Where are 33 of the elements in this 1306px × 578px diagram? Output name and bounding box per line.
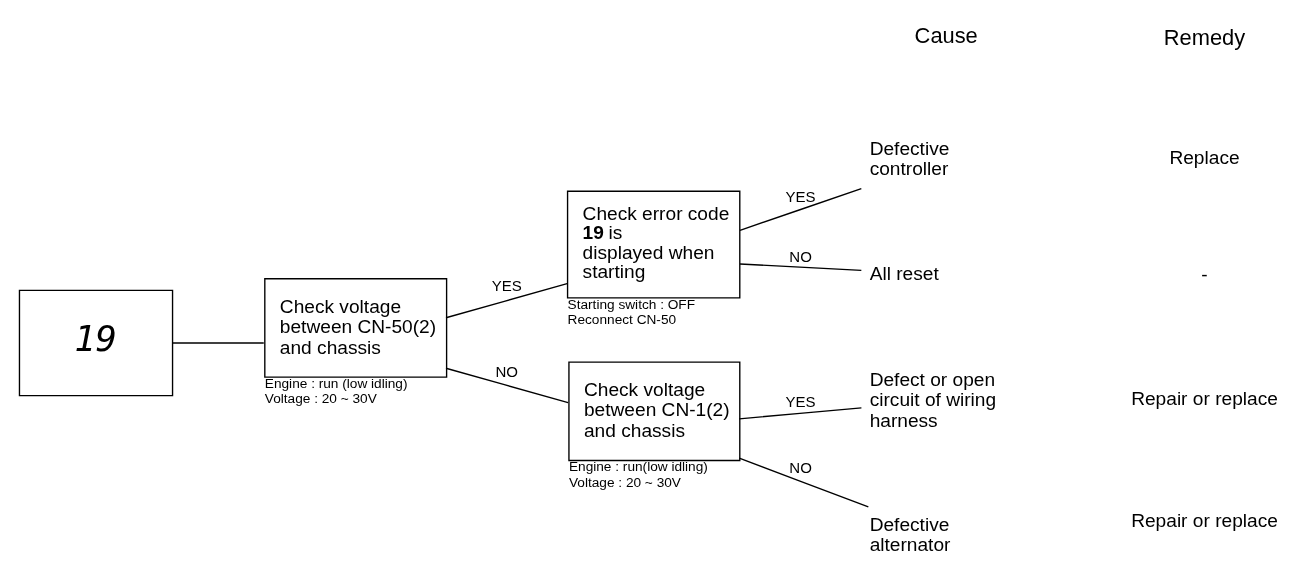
node-label: Engine : run (low idling) bbox=[264, 376, 408, 392]
connector bbox=[172, 342, 265, 344]
connector bbox=[738, 457, 869, 508]
connector bbox=[739, 263, 862, 271]
node-box: Check error code 19 is displayed when starting bbox=[566, 190, 741, 299]
node-text: Defect or open circuit of wiring harness bbox=[869, 368, 997, 431]
node-text: Defective alternator bbox=[869, 513, 951, 556]
label: Repair or replace bbox=[1131, 510, 1278, 532]
node-label: Engine : run(low idling) bbox=[568, 459, 708, 475]
node-text: All reset bbox=[869, 263, 939, 285]
node-box: Check voltage between CN-50(2) and chassis bbox=[264, 278, 448, 378]
connector bbox=[739, 187, 862, 232]
edge-label: NO bbox=[789, 458, 812, 476]
node-box: 19 bbox=[18, 289, 174, 397]
node-text: Defective controller bbox=[869, 137, 950, 180]
edge-label: NO bbox=[495, 362, 519, 380]
label: Remedy bbox=[1163, 24, 1246, 50]
node-label: Reconnect CN-50 bbox=[567, 311, 677, 327]
node-label: Voltage : 20 ~ 30V bbox=[568, 474, 681, 490]
label: Replace bbox=[1169, 146, 1240, 168]
label: Repair or replace bbox=[1131, 388, 1278, 410]
connector bbox=[445, 282, 568, 319]
label: - bbox=[1201, 264, 1208, 286]
node-label: Voltage : 20 ~ 30V bbox=[264, 391, 377, 407]
connector bbox=[738, 407, 863, 420]
node-label: Starting switch : OFF bbox=[567, 296, 696, 312]
node-box: Check voltage between CN-1(2) and chassis bbox=[568, 361, 741, 462]
edge-label: YES bbox=[491, 276, 522, 294]
label: Cause bbox=[914, 23, 978, 49]
edge-label: YES bbox=[785, 187, 816, 205]
connector bbox=[445, 367, 569, 404]
edge-label: NO bbox=[789, 248, 812, 266]
edge-label: YES bbox=[785, 392, 816, 410]
